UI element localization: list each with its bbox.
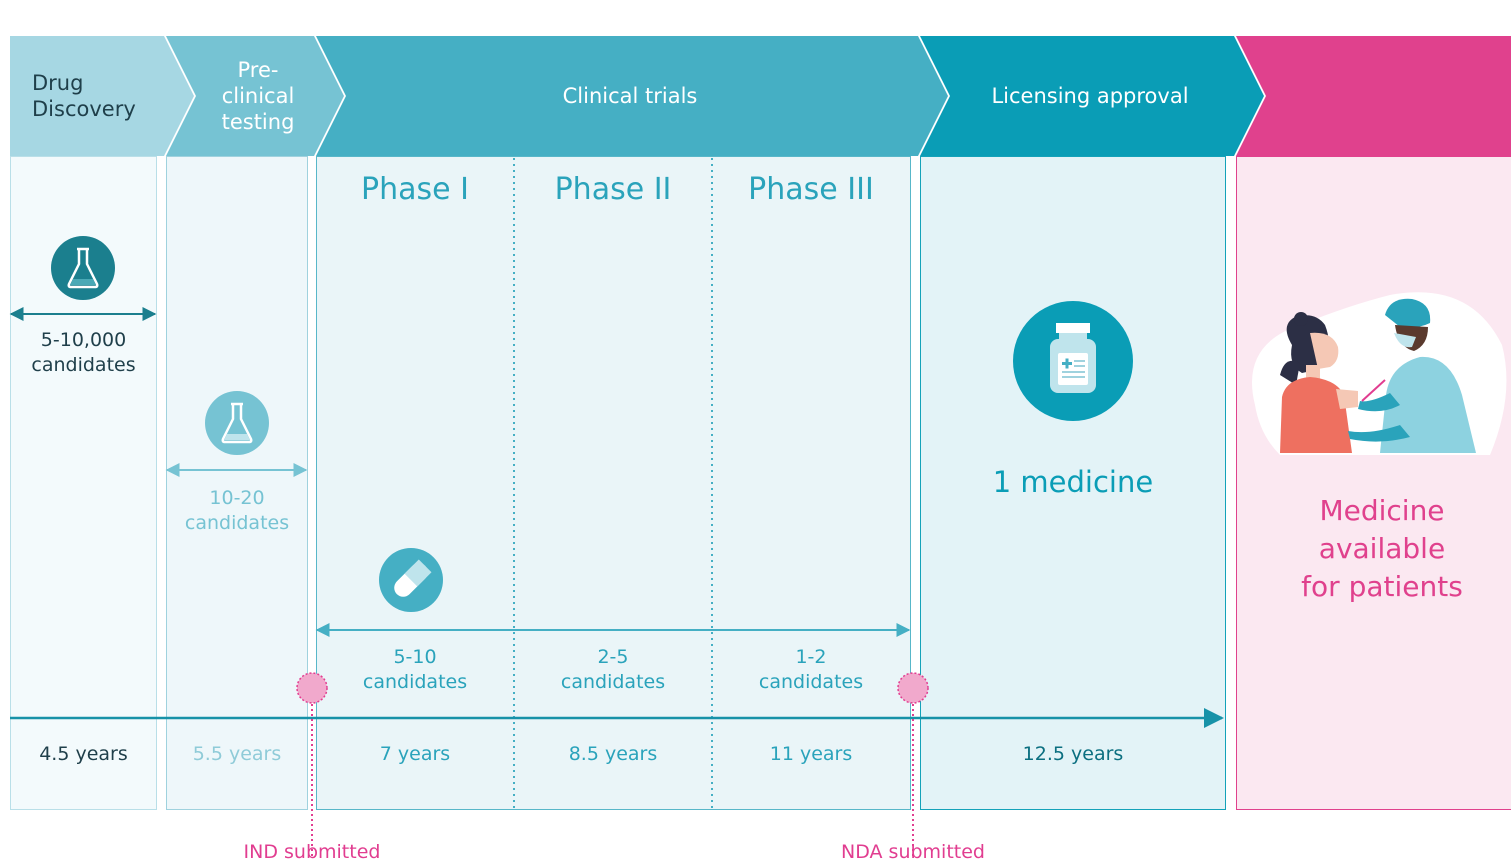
year-phase-1: 7 years	[379, 743, 451, 765]
year-phase-2: 8.5 years	[568, 743, 658, 765]
medicine-available-label: Medicine available for patients	[1301, 494, 1463, 603]
medicine-count: 1 medicine	[992, 465, 1154, 499]
stage-licensing-header	[920, 36, 1264, 156]
stage-banner	[10, 36, 1511, 156]
year-preclinical: 5.5 years	[192, 743, 282, 765]
phase-1-title: Phase I	[361, 172, 469, 207]
vaccination-illustration	[1252, 292, 1507, 455]
stage-discovery-header	[10, 36, 194, 156]
licensing-column	[920, 156, 1226, 810]
stage-clinical-label: Clinical trials	[562, 84, 698, 108]
available-column	[1236, 156, 1511, 810]
clinical-column	[316, 156, 911, 810]
phase-3-title: Phase III	[748, 172, 874, 207]
pill-icon	[379, 548, 443, 612]
stage-preclinical-header	[166, 36, 344, 156]
stage-discovery-label: Drug Discovery	[32, 71, 136, 121]
flask-icon	[51, 236, 115, 300]
flask-icon	[205, 391, 269, 455]
nda-submitted-label: NDA submitted	[841, 841, 985, 863]
ind-milestone-dot	[296, 672, 328, 704]
stage-preclinical-label: Pre- clinical testing	[221, 58, 295, 134]
phase-1-candidates: 5-10 candidates	[362, 646, 468, 693]
stage-clinical-header	[316, 36, 948, 156]
phase-3-candidates: 1-2 candidates	[758, 646, 864, 693]
medicine-bottle-icon	[1013, 301, 1133, 421]
phase-2-title: Phase II	[554, 172, 672, 207]
discovery-candidates: 5-10,000 candidates	[31, 329, 136, 376]
preclinical-candidates: 10-20 candidates	[184, 487, 290, 534]
stage-available-header	[1236, 36, 1511, 156]
nda-milestone-dot	[897, 672, 929, 704]
year-phase-3: 11 years	[769, 743, 853, 765]
phase-2-candidates: 2-5 candidates	[560, 646, 666, 693]
ind-submitted-label: IND submitted	[243, 841, 381, 863]
year-licensing: 12.5 years	[1022, 743, 1124, 765]
preclinical-column	[166, 156, 308, 810]
year-discovery: 4.5 years	[39, 743, 128, 765]
stage-licensing-label: Licensing approval	[991, 84, 1189, 108]
